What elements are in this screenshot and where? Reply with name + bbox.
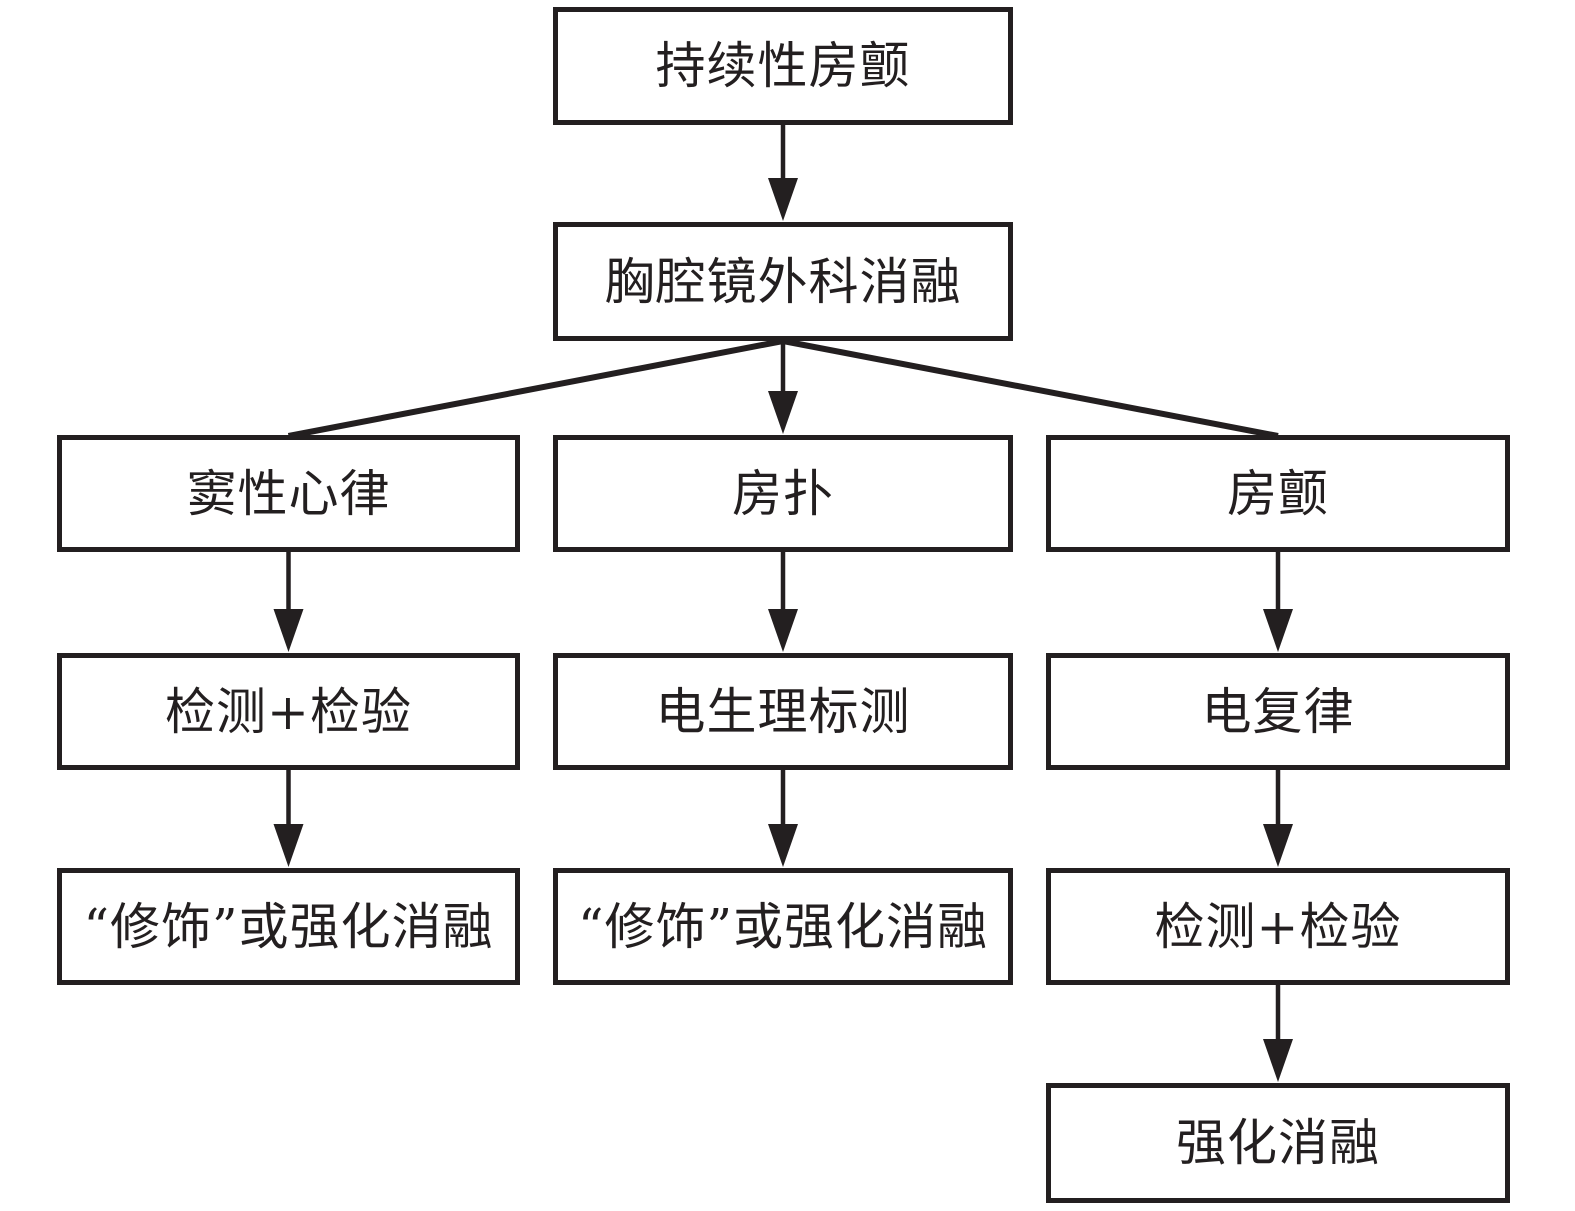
arrowhead-detect-to-modify-left: [273, 824, 304, 867]
arrowhead-persistent-to-thoraco: [768, 178, 798, 221]
node-ep-mapping: 电生理标测: [553, 653, 1013, 770]
arrowhead-af-to-cardioversion: [1263, 609, 1293, 652]
arrowhead-epmap-to-modify-mid: [768, 824, 798, 867]
node-atrial-flutter: 房扑: [553, 435, 1013, 552]
node-persistent-af: 持续性房颤: [553, 7, 1013, 125]
node-modify-or-enhanced-mid-label: “修饰”或强化消融: [577, 897, 989, 956]
node-atrial-fibrillation: 房颤: [1046, 435, 1510, 552]
edge-thoraco-to-af: [782, 338, 1279, 439]
node-detect-verify-left: 检测+检验: [57, 653, 520, 770]
node-detect-verify-right-label: 检测+检验: [1154, 897, 1402, 956]
node-modify-or-enhanced-mid: “修饰”或强化消融: [553, 868, 1013, 985]
arrowhead-detect-right-to-enhanced: [1263, 1039, 1293, 1082]
node-sinus-rhythm: 窦性心律: [57, 435, 520, 552]
node-thoracoscopic-ablation: 胸腔镜外科消融: [553, 222, 1013, 341]
node-atrial-fibrillation-label: 房颤: [1227, 464, 1329, 523]
node-detect-verify-left-label: 检测+检验: [165, 682, 412, 741]
node-persistent-af-label: 持续性房颤: [655, 37, 911, 95]
node-detect-verify-right: 检测+检验: [1046, 868, 1510, 985]
node-modify-or-enhanced-left: “修饰”或强化消融: [57, 868, 520, 985]
arrowhead-cardioversion-to-detect-right: [1263, 824, 1293, 867]
node-cardioversion-label: 电复律: [1201, 682, 1355, 741]
node-enhanced-ablation-label: 强化消融: [1176, 1114, 1380, 1172]
node-thoracoscopic-ablation-label: 胸腔镜外科消融: [604, 252, 962, 311]
arrowhead-thoraco-to-flutter: [768, 391, 798, 434]
arrowhead-flutter-to-epmap: [768, 609, 798, 652]
node-atrial-flutter-label: 房扑: [732, 464, 834, 523]
arrowhead-sinus-to-detect: [273, 609, 304, 652]
edge-thoraco-to-sinus: [287, 338, 784, 439]
node-sinus-rhythm-label: 窦性心律: [186, 464, 391, 523]
node-modify-or-enhanced-left-label: “修饰”或强化消融: [83, 897, 494, 956]
node-ep-mapping-label: 电生理标测: [655, 682, 911, 741]
node-cardioversion: 电复律: [1046, 653, 1510, 770]
node-enhanced-ablation: 强化消融: [1046, 1083, 1510, 1203]
